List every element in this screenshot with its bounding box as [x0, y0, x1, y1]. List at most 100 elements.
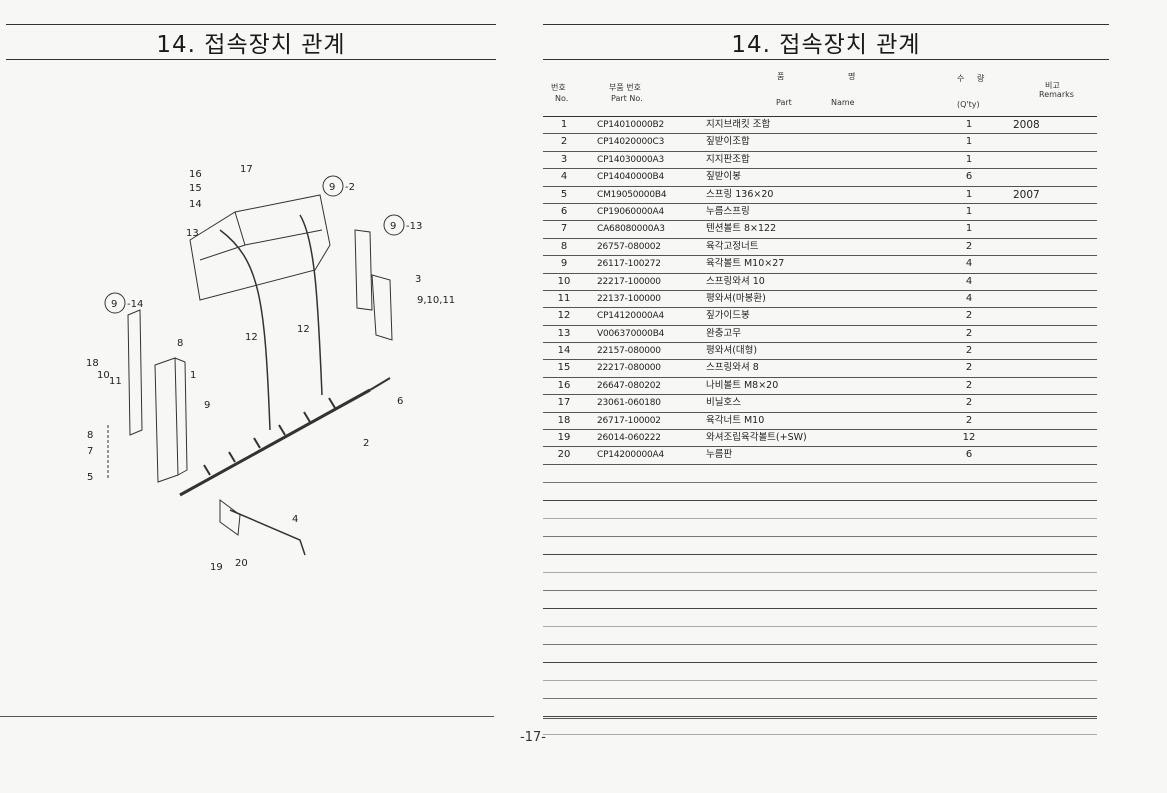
row-part-name: 스프링 136×20 [706, 188, 774, 200]
header-no-ko: 번호 [551, 83, 566, 92]
row-qty: 6 [965, 449, 973, 461]
row-qty: 2 [965, 240, 973, 252]
left-bottom-rule [0, 716, 494, 717]
row-qty: 2 [965, 414, 973, 426]
table-header: 번호 No. 부품 번호 Part No. 품 명 Part Name 수 량 … [543, 68, 1097, 117]
label-11: 11 [109, 376, 122, 387]
row-part-name: 지지브래킷 조합 [706, 119, 771, 130]
header-qty-ko-1: 수 [957, 74, 965, 83]
svg-text:-14: -14 [127, 299, 143, 310]
blank-row [543, 573, 1097, 591]
row-no: 20 [557, 449, 571, 461]
label-8b: 8 [87, 430, 93, 441]
table-row: 1 CP14010000B2 지지브래킷 조합 1 2008 [543, 117, 1097, 135]
row-qty: 12 [962, 432, 976, 444]
row-part-name: 짚받이봉 [706, 171, 741, 183]
row-part-number: CP14120000A4 [597, 311, 665, 322]
row-part-name: 누름스프링 [706, 205, 750, 217]
left-page-title: 14. 접속장치 관계 [6, 24, 496, 60]
label-19: 19 [210, 562, 223, 573]
row-no: 5 [560, 188, 568, 200]
blank-row [543, 591, 1097, 609]
row-part-number: CP14030000A3 [597, 154, 665, 165]
row-part-number: V006370000B4 [597, 328, 665, 339]
row-part-number: 26757-080002 [597, 241, 661, 252]
row-no: 1 [560, 119, 568, 130]
blank-row [543, 609, 1097, 627]
left-page: 14. 접속장치 관계 [0, 0, 515, 793]
label-2: 2 [363, 438, 369, 449]
row-part-number: CP14040000B4 [597, 172, 665, 183]
row-qty: 1 [965, 119, 973, 130]
row-no: 3 [560, 153, 568, 165]
blank-row [543, 501, 1097, 519]
row-part-name: 평와셔(마봉환) [706, 292, 766, 304]
label-14: 14 [189, 199, 202, 210]
row-part-number: CP19060000A4 [597, 206, 665, 217]
straw-rest-bar-2 [179, 388, 371, 497]
label-15: 15 [189, 183, 202, 194]
header-part-en: Part No. [611, 94, 643, 103]
callout-9-13: 9 -13 [383, 214, 422, 236]
row-qty: 1 [965, 153, 973, 165]
label-1: 1 [190, 370, 196, 381]
row-qty: 1 [965, 205, 973, 217]
row-part-number: CP14020000C3 [597, 137, 665, 148]
header-name-en-2: Name [831, 98, 855, 107]
row-qty: 2 [965, 397, 973, 409]
guide-rod-12b [299, 214, 323, 396]
label-17: 17 [240, 164, 253, 175]
header-name-en-1: Part [776, 98, 792, 107]
row-part-number: 22137-100000 [597, 293, 661, 304]
support-bracket-body [189, 194, 331, 301]
row-part-name: 누름판 [706, 449, 733, 461]
header-qty-en: (Q'ty) [957, 100, 980, 109]
label-16: 16 [189, 169, 202, 180]
row-no: 2 [560, 136, 568, 148]
row-part-name: 완충고무 [706, 327, 741, 339]
parts-rows: 1 CP14010000B2 지지브래킷 조합 1 2008 2 CP14020000C3 짚… [543, 117, 1097, 465]
row-qty: 2 [965, 327, 973, 339]
row-no: 13 [557, 327, 571, 339]
header-no-en: No. [555, 94, 569, 103]
row-part-number: 22157-080000 [597, 346, 661, 357]
label-9-10-11: 9,10,11 [417, 295, 455, 306]
blank-row [543, 519, 1097, 537]
row-part-number: CP14200000A4 [597, 450, 665, 461]
blank-row [543, 483, 1097, 501]
blank-row [543, 681, 1097, 699]
row-no: 15 [557, 362, 571, 374]
row-part-number: 22217-080000 [597, 363, 661, 374]
svg-text:-13: -13 [406, 221, 422, 232]
header-part-ko: 부품 번호 [609, 83, 641, 92]
label-12b: 12 [297, 324, 310, 335]
row-qty: 4 [965, 292, 973, 304]
blank-row [543, 663, 1097, 681]
row-part-number: CP14010000B2 [597, 120, 665, 130]
row-part-name: 짚받이조합 [706, 136, 750, 148]
label-6: 6 [397, 396, 403, 407]
label-10: 10 [97, 370, 110, 381]
row-remarks: 2008 [1013, 119, 1040, 131]
guide-rod-12a [219, 229, 271, 431]
right-page: 14. 접속장치 관계 [535, 0, 1167, 793]
row-part-name: 스프링와셔 8 [706, 362, 759, 374]
support-post-1 [154, 357, 179, 483]
header-name-ko-1: 품 [777, 72, 785, 81]
blank-row [543, 537, 1097, 555]
header-remarks-en: Remarks [1039, 90, 1074, 99]
row-qty: 2 [965, 362, 973, 374]
row-qty: 2 [965, 345, 973, 357]
page-number: -17- [520, 730, 546, 745]
row-part-number: 26647-080202 [597, 380, 661, 391]
